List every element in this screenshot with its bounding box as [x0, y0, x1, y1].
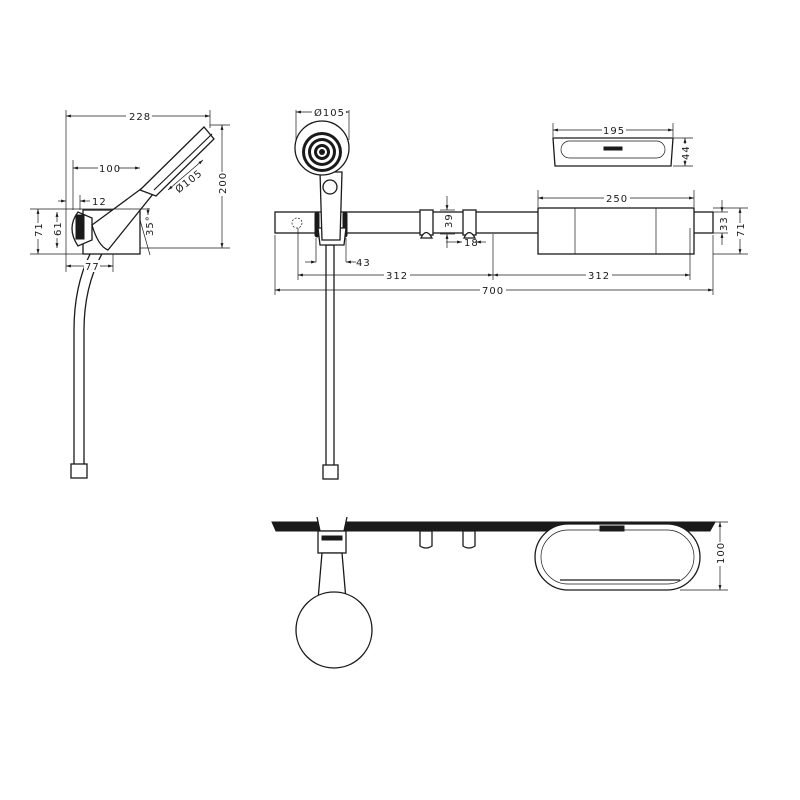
dim-hook-39: 39: [444, 213, 455, 228]
front-soap-dish: [552, 137, 674, 167]
dim-fixing-312-right: 312: [588, 271, 610, 282]
top-hook-right: [462, 530, 476, 549]
dim-front-head-diameter: Ø105: [314, 107, 345, 119]
dim-side-angle: 35°: [145, 215, 156, 236]
front-hook-left: [419, 209, 434, 239]
side-holder-insert: [75, 214, 85, 240]
dim-side-12: 12: [92, 197, 107, 208]
dim-dish-195: 195: [603, 126, 625, 137]
top-shelf-dish: [534, 523, 701, 591]
dim-shelf-71: 71: [736, 222, 747, 237]
top-view: 100: [271, 516, 728, 669]
dim-fixing-312-left: 312: [386, 271, 408, 282]
dim-hook-18: 18: [464, 238, 479, 249]
front-shower-head: [294, 120, 350, 176]
dim-bar-33: 33: [719, 216, 730, 231]
dim-side-61: 61: [53, 221, 64, 236]
dim-shelf-depth-100: 100: [716, 542, 727, 564]
front-hose-end: [322, 464, 339, 480]
side-view: 228 100 12 Ø105 200 71 61 35° 77: [30, 109, 230, 479]
dim-dish-44: 44: [681, 145, 692, 160]
side-hose-end: [70, 463, 88, 479]
dim-side-228: 228: [129, 112, 151, 123]
front-hook-right: [462, 209, 477, 239]
dim-side-71: 71: [34, 222, 45, 237]
side-handle: [91, 185, 154, 251]
top-hook-left: [419, 530, 433, 549]
front-fixing-left: [291, 217, 303, 229]
front-shelf: [537, 207, 695, 255]
dim-side-100: 100: [99, 164, 121, 175]
top-holder: [316, 516, 348, 532]
top-holder-body: [317, 530, 347, 554]
top-shower-head: [295, 591, 373, 669]
dim-shelf-250: 250: [606, 194, 628, 205]
front-hose: [325, 244, 335, 468]
front-button: [322, 179, 338, 195]
dim-bar-700: 700: [482, 286, 504, 297]
dim-holder-43: 43: [356, 258, 371, 269]
front-view: Ø105 195 44 250 39 33 71 43 18 312 312: [274, 105, 748, 480]
dim-side-200: 200: [218, 172, 229, 194]
dim-side-77: 77: [85, 262, 100, 273]
side-hose: [73, 244, 105, 467]
